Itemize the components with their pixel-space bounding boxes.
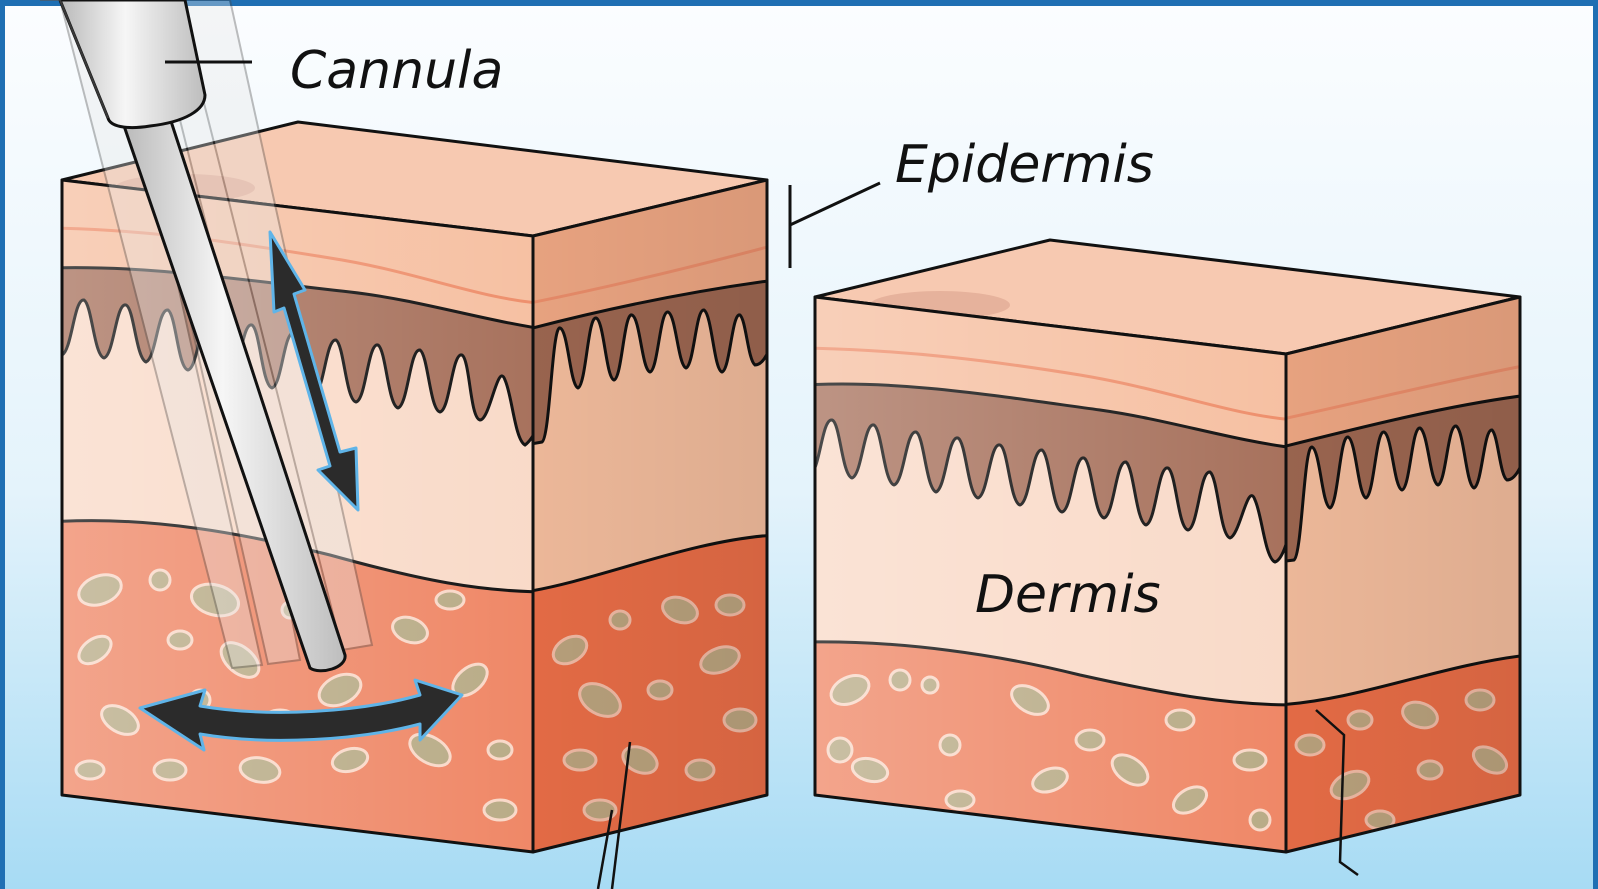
epidermis-label: Epidermis bbox=[895, 135, 1154, 195]
side-face-right bbox=[1278, 290, 1528, 870]
dermis-label: Dermis bbox=[975, 565, 1161, 625]
cannula-label: Cannula bbox=[290, 41, 503, 101]
skin-block-right bbox=[805, 240, 1528, 875]
side-face-left bbox=[525, 170, 775, 870]
